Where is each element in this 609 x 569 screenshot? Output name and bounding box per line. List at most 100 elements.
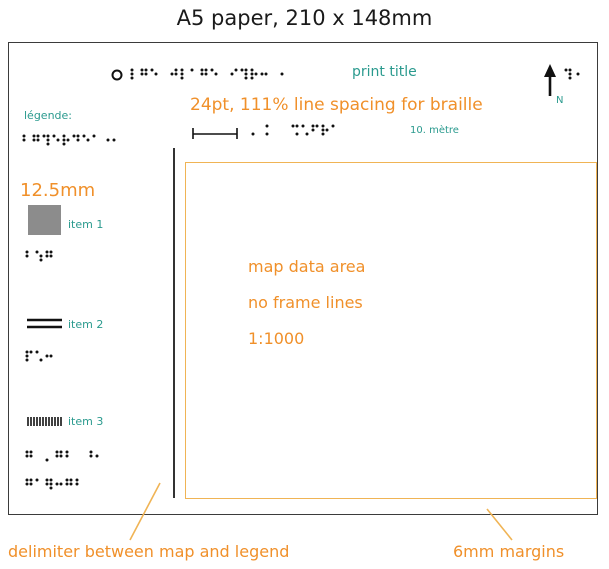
braille-dot [331, 124, 335, 128]
legend-heading: légende: [24, 109, 73, 122]
braille-dot [25, 354, 29, 358]
braille-dot [46, 138, 50, 142]
braille-dot [130, 68, 134, 72]
braille-dot [29, 478, 33, 482]
braille-dot [72, 134, 76, 138]
paper-title: A5 paper, 210 x 148mm [176, 6, 433, 30]
braille-dot [280, 72, 284, 76]
legend-item-1-symbol [28, 205, 61, 235]
braille-dot [315, 124, 319, 128]
braille-dot [46, 134, 50, 138]
braille-dot [25, 250, 29, 254]
braille-dot [25, 358, 29, 362]
braille-dot [62, 134, 66, 138]
braille-dot [25, 254, 29, 258]
braille-dot [214, 72, 218, 76]
braille-dot [150, 68, 154, 72]
braille-dot [29, 350, 33, 354]
braille-dot [49, 478, 53, 482]
braille-dot [190, 68, 194, 72]
braille-dot [251, 132, 255, 136]
braille-dot [32, 134, 36, 138]
braille-dot [55, 450, 59, 454]
braille-dot [75, 478, 79, 482]
map-legend-delimiter [173, 148, 175, 498]
braille-dot [35, 478, 39, 482]
braille-dot [65, 454, 69, 458]
braille-dot [69, 478, 73, 482]
braille-dot [576, 72, 580, 76]
braille-dot [55, 454, 59, 458]
braille-dot [36, 138, 40, 142]
braille-dot [62, 142, 66, 146]
braille-dot [66, 138, 70, 142]
braille-dot [204, 72, 208, 76]
braille-dot [42, 134, 46, 138]
braille-dot [65, 450, 69, 454]
braille-dot [75, 482, 79, 486]
braille-dot [89, 450, 93, 454]
braille-dot [321, 124, 325, 128]
braille-dot [240, 68, 244, 72]
braille-dot [49, 250, 53, 254]
braille-dot [170, 72, 174, 76]
braille-dot [321, 132, 325, 136]
braille-dot [568, 76, 572, 80]
braille-dot [35, 250, 39, 254]
braille-dot [295, 124, 299, 128]
braille-dot [95, 454, 99, 458]
braille-dot [200, 72, 204, 76]
braille-dot [204, 68, 208, 72]
braille-dot [106, 138, 110, 142]
braille-dot [301, 124, 305, 128]
braille-dot [250, 76, 254, 80]
braille-dot [29, 450, 33, 454]
braille-dot [36, 134, 40, 138]
legend-item-1-label: item 1 [68, 218, 104, 231]
legend-item-2-label: item 2 [68, 318, 104, 331]
braille-dot [29, 454, 33, 458]
braille-dot [39, 258, 43, 262]
braille-dot [25, 478, 29, 482]
braille-dot [25, 450, 29, 454]
braille-dot [264, 72, 268, 76]
north-label: N [556, 95, 564, 106]
braille-dot [45, 458, 49, 462]
braille-dot [59, 454, 63, 458]
a5-sheet-outline [8, 42, 598, 515]
braille-dot [291, 124, 295, 128]
braille-dot [45, 250, 49, 254]
braille-dot [180, 68, 184, 72]
braille-dot [265, 124, 269, 128]
scale-label: 10. mètre [410, 125, 459, 136]
braille-dot [250, 68, 254, 72]
braille-dot [52, 134, 56, 138]
margin-size-label: 12.5mm [20, 180, 96, 201]
braille-dot [49, 254, 53, 258]
circle-icon [111, 69, 123, 81]
braille-dot [174, 72, 178, 76]
braille-dot [25, 350, 29, 354]
braille-dot [311, 128, 315, 132]
map-area-text-1: map data area [248, 257, 366, 276]
braille-dot [45, 254, 49, 258]
braille-dot [76, 138, 80, 142]
braille-dot [46, 142, 50, 146]
braille-dot [140, 72, 144, 76]
braille-dot [49, 482, 53, 486]
braille-dot [295, 132, 299, 136]
braille-dot [234, 68, 238, 72]
braille-dot [154, 72, 158, 76]
map-area-scale: 1:1000 [248, 329, 305, 348]
braille-dot [39, 358, 43, 362]
braille-dot [305, 132, 309, 136]
braille-dot [230, 72, 234, 76]
legend-item-3-label: item 3 [68, 415, 104, 428]
braille-dot [260, 72, 264, 76]
braille-dot [564, 68, 568, 72]
braille-dot [86, 138, 90, 142]
delimiter-annotation: delimiter between map and legend [8, 542, 290, 561]
